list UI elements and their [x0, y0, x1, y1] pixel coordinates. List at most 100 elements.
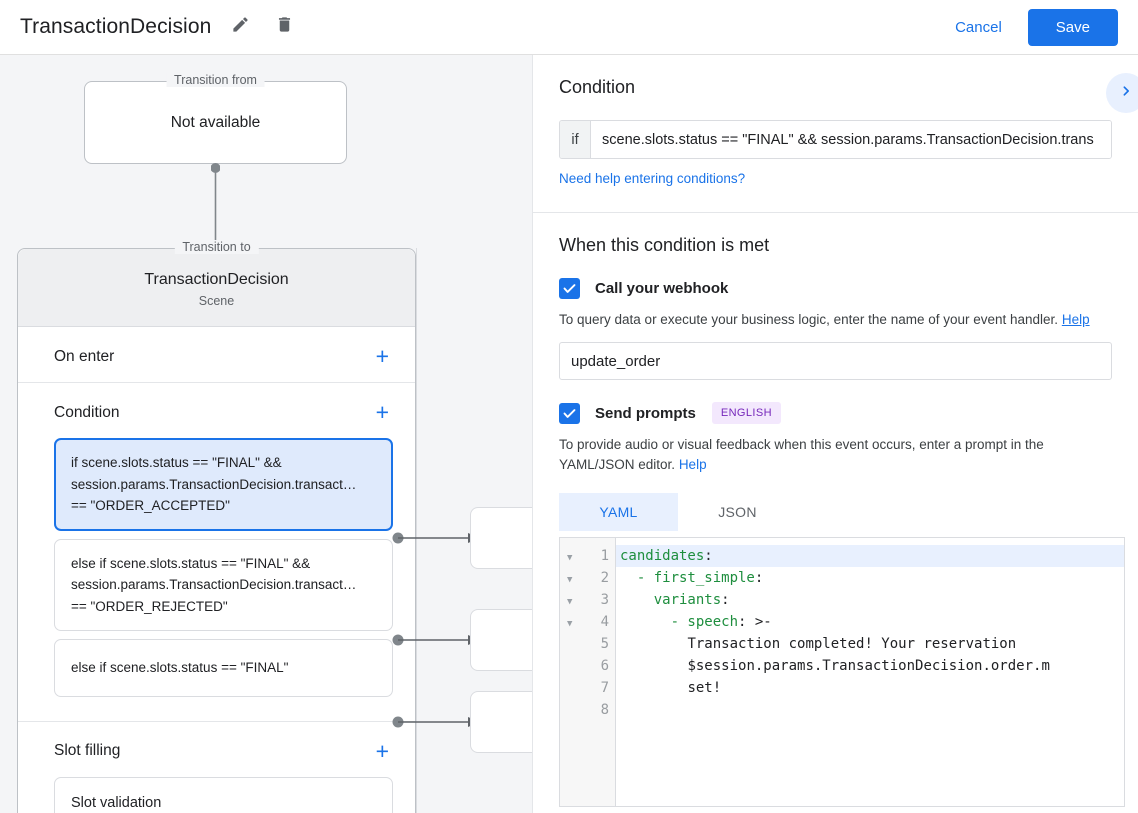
call-webhook-description: To query data or execute your business l… [559, 310, 1112, 330]
editor-code-line[interactable]: $session.params.TransactionDecision.orde… [687, 658, 1050, 674]
pencil-icon [231, 15, 250, 39]
editor-line-number: 3 [600, 592, 609, 608]
details-panel: Condition if Need help entering conditio… [532, 55, 1138, 813]
transition-from-legend: Transition from [166, 73, 265, 87]
editor-line-number: 8 [600, 702, 609, 718]
editor-line-number: 2 [600, 570, 609, 586]
scene-canvas[interactable]: Transition from Not available Transition… [0, 55, 532, 813]
section-divider [533, 212, 1138, 213]
editor-line-number: 1 [600, 548, 609, 564]
scene-card-header[interactable]: TransactionDecision Scene [18, 249, 415, 327]
condition-edge-arrow [392, 716, 480, 728]
fold-spacer [560, 699, 586, 721]
editor-code-line[interactable]: candidates: [616, 545, 1124, 567]
when-met-heading: When this condition is met [559, 235, 770, 255]
yaml-editor[interactable]: ▼ ▼ ▼ ▼ 1 2 3 4 5 6 7 8 candidates: - first_simple… [559, 537, 1125, 807]
call-webhook-checkbox[interactable] [559, 278, 580, 299]
call-webhook-row: Call your webhook [559, 278, 1112, 299]
condition-section: Condition if Need help entering conditio… [533, 55, 1138, 213]
cancel-button[interactable]: Cancel [939, 10, 1018, 45]
fold-caret-icon[interactable]: ▼ [567, 619, 573, 629]
editor-code-line[interactable]: - first_simple: [636, 570, 764, 586]
condition-help-link[interactable]: Need help entering conditions? [559, 171, 746, 186]
transition-to-legend: Transition to [174, 240, 259, 254]
app-header: TransactionDecision Cancel Save [0, 0, 1138, 55]
condition-input-row[interactable]: if [559, 120, 1112, 159]
editor-code-area[interactable]: candidates: - first_simple: variants: - … [616, 538, 1124, 806]
condition-expression-input[interactable] [591, 121, 1111, 158]
condition-edge-arrow [392, 634, 480, 646]
condition-line: session.params.TransactionDecision.trans… [71, 577, 357, 592]
editor-code-line[interactable]: variants: [653, 592, 730, 608]
condition-line: if scene.slots.status == "FINAL" && [71, 455, 282, 470]
fold-caret-icon[interactable]: ▼ [567, 575, 573, 585]
call-webhook-label: Call your webhook [595, 280, 729, 297]
tab-json[interactable]: JSON [718, 504, 757, 520]
add-on-enter-button[interactable]: + [375, 343, 389, 369]
add-slot-filling-button[interactable]: + [375, 737, 389, 764]
condition-if-label: if [560, 121, 591, 158]
trash-icon [275, 15, 294, 39]
transition-from-box[interactable]: Transition from Not available [84, 73, 347, 164]
fold-spacer [560, 633, 586, 655]
webhook-help-link[interactable]: Help [1061, 312, 1090, 327]
condition-list-item[interactable]: else if scene.slots.status == "FINAL" [54, 639, 393, 697]
language-badge: ENGLISH [711, 402, 781, 424]
transition-target-box[interactable] [470, 609, 532, 671]
transition-target-box[interactable] [470, 691, 532, 753]
send-prompts-row: Send prompts ENGLISH [559, 402, 1112, 424]
editor-code-line[interactable] [616, 699, 1124, 721]
save-button[interactable]: Save [1027, 8, 1118, 46]
scene-name: TransactionDecision [144, 271, 289, 288]
when-condition-met-section: When this condition is met Call your web… [533, 213, 1138, 807]
section-condition: Condition + if scene.slots.status == "FI… [18, 383, 415, 722]
webhook-handler-input[interactable] [559, 342, 1112, 380]
scene-type: Scene [198, 294, 235, 308]
condition-list: if scene.slots.status == "FINAL" && sess… [18, 438, 415, 721]
section-title-on-enter: On enter [54, 347, 115, 365]
transition-target-box[interactable] [470, 507, 532, 569]
section-title-slot-filling: Slot filling [54, 742, 121, 759]
page-title: TransactionDecision [20, 15, 212, 38]
send-prompts-checkbox[interactable] [559, 402, 580, 424]
send-prompts-description: To provide audio or visual feedback when… [559, 435, 1112, 475]
editor-line-number: 7 [600, 680, 609, 696]
section-title-condition: Condition [54, 403, 120, 421]
editor-line-number: 4 [600, 614, 609, 630]
condition-edge-arrow [392, 532, 480, 544]
condition-line: else if scene.slots.status == "FINAL" && [71, 555, 311, 571]
condition-line: == "ORDER_ACCEPTED" [71, 498, 230, 513]
tab-yaml[interactable]: YAML [559, 493, 678, 531]
send-prompts-label: Send prompts [595, 404, 696, 422]
header-actions: Cancel Save [939, 8, 1118, 46]
editor-code-line[interactable]: set! [687, 680, 722, 696]
editor-code-line[interactable]: - speech: >- [670, 614, 772, 630]
condition-list-item[interactable]: if scene.slots.status == "FINAL" && sess… [54, 438, 393, 531]
chevron-right-icon [1116, 81, 1136, 106]
editor-line-number: 5 [600, 636, 609, 652]
scene-card: Transition to TransactionDecision Scene … [17, 240, 416, 813]
slot-validation-item[interactable]: Slot validation [54, 776, 393, 813]
editor-line-number-gutter: 1 2 3 4 5 6 7 8 [586, 538, 616, 806]
condition-line: else if scene.slots.status == "FINAL" [71, 660, 289, 675]
expand-panel-button[interactable] [1106, 73, 1138, 113]
transition-from-value: Not available [170, 113, 261, 131]
editor-fold-gutter[interactable]: ▼ ▼ ▼ ▼ [560, 538, 586, 806]
add-condition-button[interactable]: + [375, 399, 389, 425]
editor-code-line[interactable]: Transaction completed! Your reservation [687, 636, 1017, 652]
prompts-help-link[interactable]: Help [678, 457, 707, 472]
fold-caret-icon[interactable]: ▼ [567, 597, 573, 607]
card-right-divider [416, 248, 417, 813]
condition-line: == "ORDER_REJECTED" [71, 598, 228, 614]
delete-button[interactable] [269, 12, 299, 42]
condition-heading: Condition [559, 77, 636, 97]
condition-line: session.params.TransactionDecision.trans… [71, 476, 357, 492]
condition-list-item[interactable]: else if scene.slots.status == "FINAL" &&… [54, 538, 393, 631]
edit-name-button[interactable] [225, 12, 255, 42]
section-on-enter: On enter + [18, 327, 415, 383]
fold-spacer [560, 655, 586, 677]
fold-spacer [560, 677, 586, 699]
fold-caret-icon[interactable]: ▼ [567, 553, 573, 563]
editor-line-number: 6 [600, 658, 609, 674]
editor-format-tabs: YAML JSON [559, 493, 1112, 531]
